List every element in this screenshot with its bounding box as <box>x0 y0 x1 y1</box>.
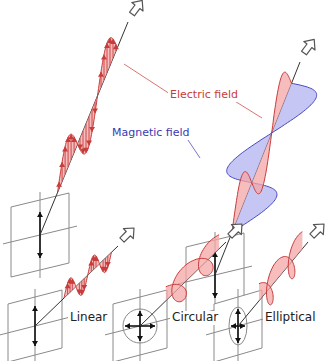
wave-curve <box>259 232 302 305</box>
arrow-head <box>212 293 218 298</box>
leader-line <box>233 100 262 118</box>
field-label: Magnetic field <box>110 127 192 140</box>
wave-fill <box>259 232 302 305</box>
arrow-head <box>32 341 38 346</box>
arrow-head <box>37 212 43 217</box>
polarization-label: Elliptical <box>263 311 318 325</box>
wave-fill <box>166 235 219 302</box>
propagation-axis <box>140 242 226 326</box>
arrow-head <box>235 309 241 314</box>
direction-arrow <box>228 224 242 238</box>
leader-line <box>186 137 200 158</box>
leader-line <box>124 64 170 94</box>
wave-fill <box>232 72 292 232</box>
polarization-label: Circular <box>170 311 220 325</box>
propagation-axis <box>35 246 118 326</box>
wave-curve <box>232 72 292 232</box>
arrow-head <box>137 311 143 316</box>
arrow-head <box>125 323 130 329</box>
polarization-label: Linear <box>68 311 109 325</box>
arrow-head <box>37 253 43 258</box>
direction-arrow <box>130 0 143 15</box>
wave-curve <box>166 235 219 302</box>
arrow-head <box>137 336 143 341</box>
arrow-head <box>240 323 245 329</box>
wave-fill <box>58 38 118 193</box>
arrow-head <box>150 323 155 329</box>
arrow-head <box>235 338 241 343</box>
wave-curve <box>58 38 118 193</box>
wave-fill <box>64 252 111 298</box>
arrow-head <box>231 323 236 329</box>
direction-arrow <box>310 224 324 238</box>
direction-arrow <box>120 228 134 242</box>
direction-arrow <box>302 39 315 54</box>
field-label: Electric field <box>168 89 240 102</box>
arrow-head <box>32 306 38 311</box>
wave-curve <box>64 252 111 298</box>
